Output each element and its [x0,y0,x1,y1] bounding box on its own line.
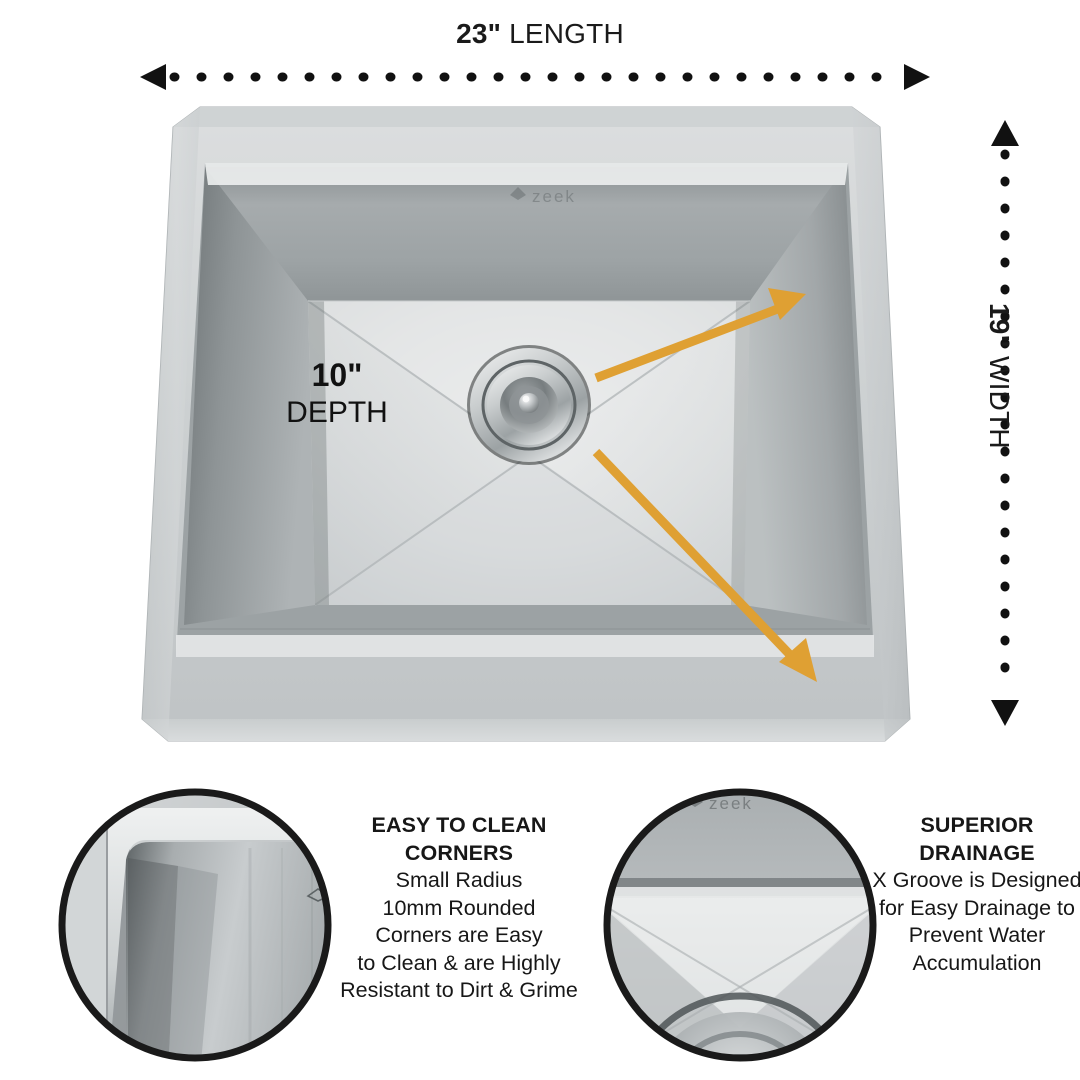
feature-body-line4: to Clean & are Highly [357,950,561,975]
inset-photo-drainage: zeek [607,792,873,1058]
feature-body-line4: Accumulation [912,950,1042,975]
length-dimension-line [140,64,930,90]
arrowhead-down-icon [991,700,1019,726]
brand-droplet-icon [510,187,526,200]
basin-right-wall [744,167,867,625]
feature-body-line2: for Easy Drainage to [879,895,1075,920]
arrowhead-up-icon [991,120,1019,146]
basin-left-wall [184,167,315,625]
basin-front-lip [176,635,874,657]
svg-text:zeek: zeek [709,794,753,813]
groove-arrow-lower [592,448,817,682]
feature-title-line2: CORNERS [404,840,514,865]
arrowhead-right-icon [904,64,930,90]
rim-bevel-bottom [142,719,910,741]
rim-bevel-left [142,107,200,741]
depth-word: DEPTH [286,395,388,429]
floor-groove-quadrant-left [308,301,529,605]
inset-border [58,788,332,1062]
corner-shadow-right [731,301,750,605]
feature-body-line2: 10mm Rounded [382,895,536,920]
sink-drain [467,345,591,465]
feature-body-line3: Prevent Water [908,923,1046,948]
inset-border [603,788,877,1062]
depth-value: 10" [311,357,363,393]
width-dimension-line [991,120,1019,726]
feature-title-line1: SUPERIOR [920,813,1034,837]
arrowhead-icon [779,638,817,682]
brand-logo: zeek [510,187,576,206]
depth-callout: 10" DEPTH [252,357,422,429]
floor-groove-quadrant-right [529,301,750,605]
feature-inset-drainage: zeek [603,788,877,1062]
arrowhead-left-icon [140,64,166,90]
corner-shadow-left [308,301,329,605]
floor-groove-quadrant-front [315,453,744,605]
feature-body-line5: Resistant to Dirt & Grime [340,978,578,1003]
length-value: 23" [456,18,502,49]
groove-arrow-upper [594,288,806,383]
inset-photo-corners [62,792,328,1058]
arrow-shaft [592,448,799,664]
feature-inset-corners [58,788,332,1062]
feature-body-line1: X Groove is Designed [872,868,1080,893]
feature-body-line1: Small Radius [395,868,523,893]
feature-title-line1: EASY TO CLEAN [371,813,547,837]
length-dimension-label: 23" LENGTH [0,18,1080,50]
feature-body-line3: Corners are Easy [375,923,543,948]
feature-text-drainage: SUPERIOR DRAINAGE X Groove is Designed f… [872,812,1080,977]
drain-ring-2 [481,359,577,451]
basin-back-wall [205,167,845,301]
length-word: LENGTH [509,18,624,49]
feature-text-corners: EASY TO CLEAN CORNERS Small Radius 10mm … [330,812,588,1005]
arrow-shaft [594,300,790,383]
arrowhead-icon [768,288,806,320]
feature-title-line2: DRAINAGE [919,840,1035,865]
basin-top-lip [205,163,848,185]
drain-knob-highlight [522,395,530,403]
brand-name: zeek [532,187,576,206]
rim-bevel-top [173,107,880,127]
rim-bevel-right [852,107,910,741]
